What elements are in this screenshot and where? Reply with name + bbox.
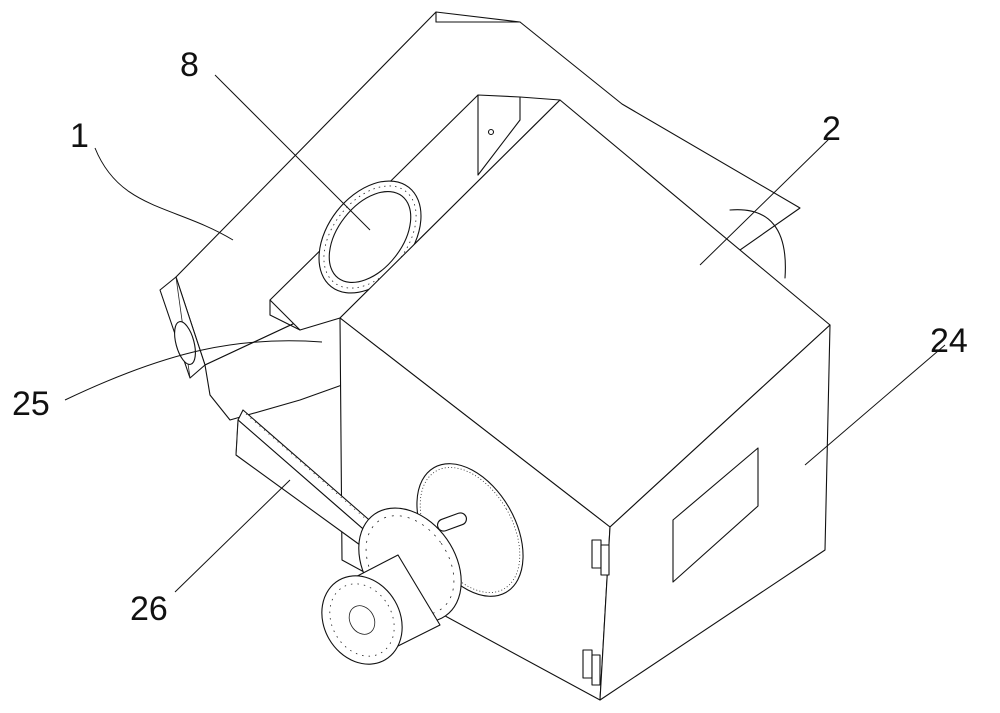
leader-1 [95,148,233,240]
label-8: 8 [180,46,199,84]
label-25: 25 [12,385,50,423]
label-26: 26 [130,590,168,628]
leader-26 [175,480,290,592]
label-1: 1 [70,117,89,155]
label-24: 24 [930,322,968,360]
label-2: 2 [822,110,841,148]
